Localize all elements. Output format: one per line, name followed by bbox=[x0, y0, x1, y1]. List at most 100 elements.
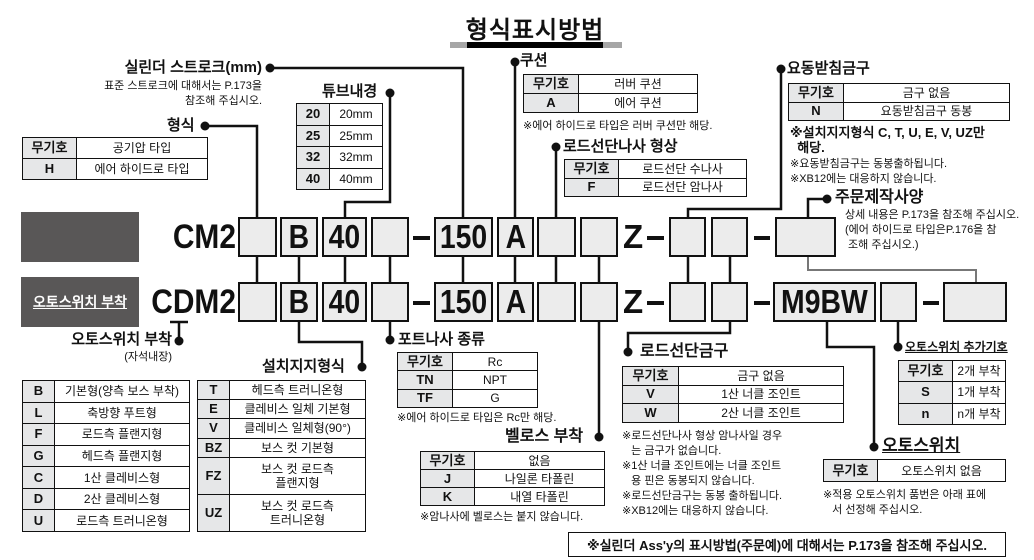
description-cell: 헤드측 트러니온형 bbox=[229, 379, 366, 401]
code-cell: 무기호 bbox=[622, 366, 679, 386]
made-to-order-notes: 상세 내용은 P.173을 참조해 주십시오.(에어 하이드로 타입은P.176… bbox=[845, 208, 1019, 253]
dash bbox=[754, 301, 770, 305]
dot-icon bbox=[551, 142, 561, 152]
rod-thread-label: 로드선단나사 형상 bbox=[563, 138, 678, 155]
dot-icon bbox=[869, 442, 879, 452]
description-cell: 40mm bbox=[329, 167, 383, 190]
pivot-box bbox=[669, 217, 706, 257]
pivot-connector bbox=[686, 69, 783, 217]
dot-icon bbox=[594, 432, 604, 442]
description-cell: 로드선단 암나사 bbox=[618, 177, 747, 197]
code-cell: 무기호 bbox=[420, 451, 475, 470]
mto-connector bbox=[806, 197, 827, 217]
model-prefix-cm2: CM2 bbox=[172, 218, 236, 256]
made-to-order-box bbox=[775, 217, 836, 257]
switch-mount-sub: (자석내장) bbox=[124, 351, 172, 363]
pivot-notes-bold: ※설치지지형식 C, T, U, E, V, UZ만 해당. bbox=[790, 125, 985, 155]
dot-icon bbox=[776, 64, 786, 74]
description-cell: 기본형(양측 보스 부착) bbox=[54, 380, 190, 403]
footer-note: ※실린더 Ass'y의 표시방법(주문예)에 대해서는 P.173을 참조해 주… bbox=[568, 532, 1006, 557]
mto-row2-connector bbox=[807, 257, 977, 283]
switch-mount-label: 오토스위치 부착 bbox=[71, 331, 172, 348]
code-cell: B bbox=[22, 380, 55, 403]
code-cell: TN bbox=[397, 370, 453, 390]
description-cell: 에어 쿠션 bbox=[578, 93, 698, 113]
z-code: Z bbox=[623, 283, 644, 320]
pivot-notes: ※요동받침금구는 동봉출하됩니다.※XB12에는 대응하지 않습니다. bbox=[790, 157, 947, 187]
port-notes: ※에어 하이드로 타입은 Rc만 해당. bbox=[397, 411, 556, 426]
dot-icon bbox=[174, 336, 184, 346]
mounting-box: B bbox=[280, 282, 318, 322]
code-cell: A bbox=[523, 93, 579, 113]
made-to-order-label: 주문제작사양 bbox=[835, 189, 924, 206]
switch-code: M9BW bbox=[781, 283, 868, 320]
z-code: Z bbox=[623, 218, 644, 255]
description-cell: 20mm bbox=[329, 103, 383, 126]
dash bbox=[647, 236, 664, 240]
note-line: ※적용 오토스위치 품번은 아래 표에 bbox=[823, 489, 987, 501]
stroke-label: 실린더 스트로크(mm) bbox=[124, 59, 262, 76]
cushion-box: A bbox=[497, 282, 534, 322]
note-line: 참조해 주십시오. bbox=[185, 95, 262, 107]
type-box bbox=[238, 217, 277, 257]
bore-box: 40 bbox=[322, 217, 367, 257]
description-cell: 1산 너클 조인트 bbox=[678, 384, 844, 405]
dash bbox=[647, 301, 664, 305]
bore-code: 40 bbox=[328, 283, 361, 320]
note-line: ※암나사에 벨로스는 붙지 않습니다. bbox=[420, 511, 584, 523]
bellows-label: 벨로스 부착 bbox=[505, 428, 584, 445]
code-cell: U bbox=[22, 509, 55, 532]
note-line: 표준 스트로크에 대해서는 P.173을 bbox=[104, 80, 262, 92]
description-cell: 내열 타폴린 bbox=[474, 487, 605, 506]
description-cell: 2산 클레비스형 bbox=[54, 487, 190, 511]
dot-icon bbox=[510, 57, 520, 67]
stroke-box: 150 bbox=[434, 217, 493, 257]
note-line: ※로드선단금구는 동봉 출하됩니다. bbox=[622, 490, 783, 502]
port-label: 포트나사 종류 bbox=[398, 331, 485, 348]
bore-connector bbox=[343, 93, 392, 217]
note-line: (에어 하이드로 타입은P.176을 참 bbox=[845, 224, 997, 236]
dot-icon bbox=[385, 88, 395, 98]
code-cell: N bbox=[788, 101, 844, 121]
rod-end-connector bbox=[626, 322, 732, 352]
pivot-box bbox=[669, 282, 706, 322]
code-cell: V bbox=[622, 384, 679, 405]
switch-notes: ※적용 오토스위치 품번은 아래 표에 서 선정해 주십시오. bbox=[823, 488, 986, 518]
code-cell: 무기호 bbox=[898, 359, 953, 383]
switch-qty-box bbox=[880, 282, 917, 322]
description-cell: 에어 하이드로 타입 bbox=[76, 158, 208, 180]
code-cell: 무기호 bbox=[823, 459, 878, 482]
rod-thread-box bbox=[537, 282, 576, 322]
port-box bbox=[371, 282, 409, 322]
mounting-code: B bbox=[288, 218, 310, 255]
stroke-connector bbox=[270, 66, 465, 217]
cushion-code: A bbox=[505, 218, 526, 255]
description-cell: 공기압 타입 bbox=[76, 137, 208, 159]
description-cell: 로드선단 수나사 bbox=[618, 159, 747, 179]
description-cell: 축방향 푸트형 bbox=[54, 401, 190, 425]
note-line: ※에어 하이드로 타입은 러버 쿠션만 해당. bbox=[523, 120, 713, 132]
note-line: 는 금구가 없습니다. bbox=[622, 445, 722, 457]
code-cell: E bbox=[197, 399, 230, 420]
description-cell: 1산 클레비스형 bbox=[54, 466, 190, 489]
